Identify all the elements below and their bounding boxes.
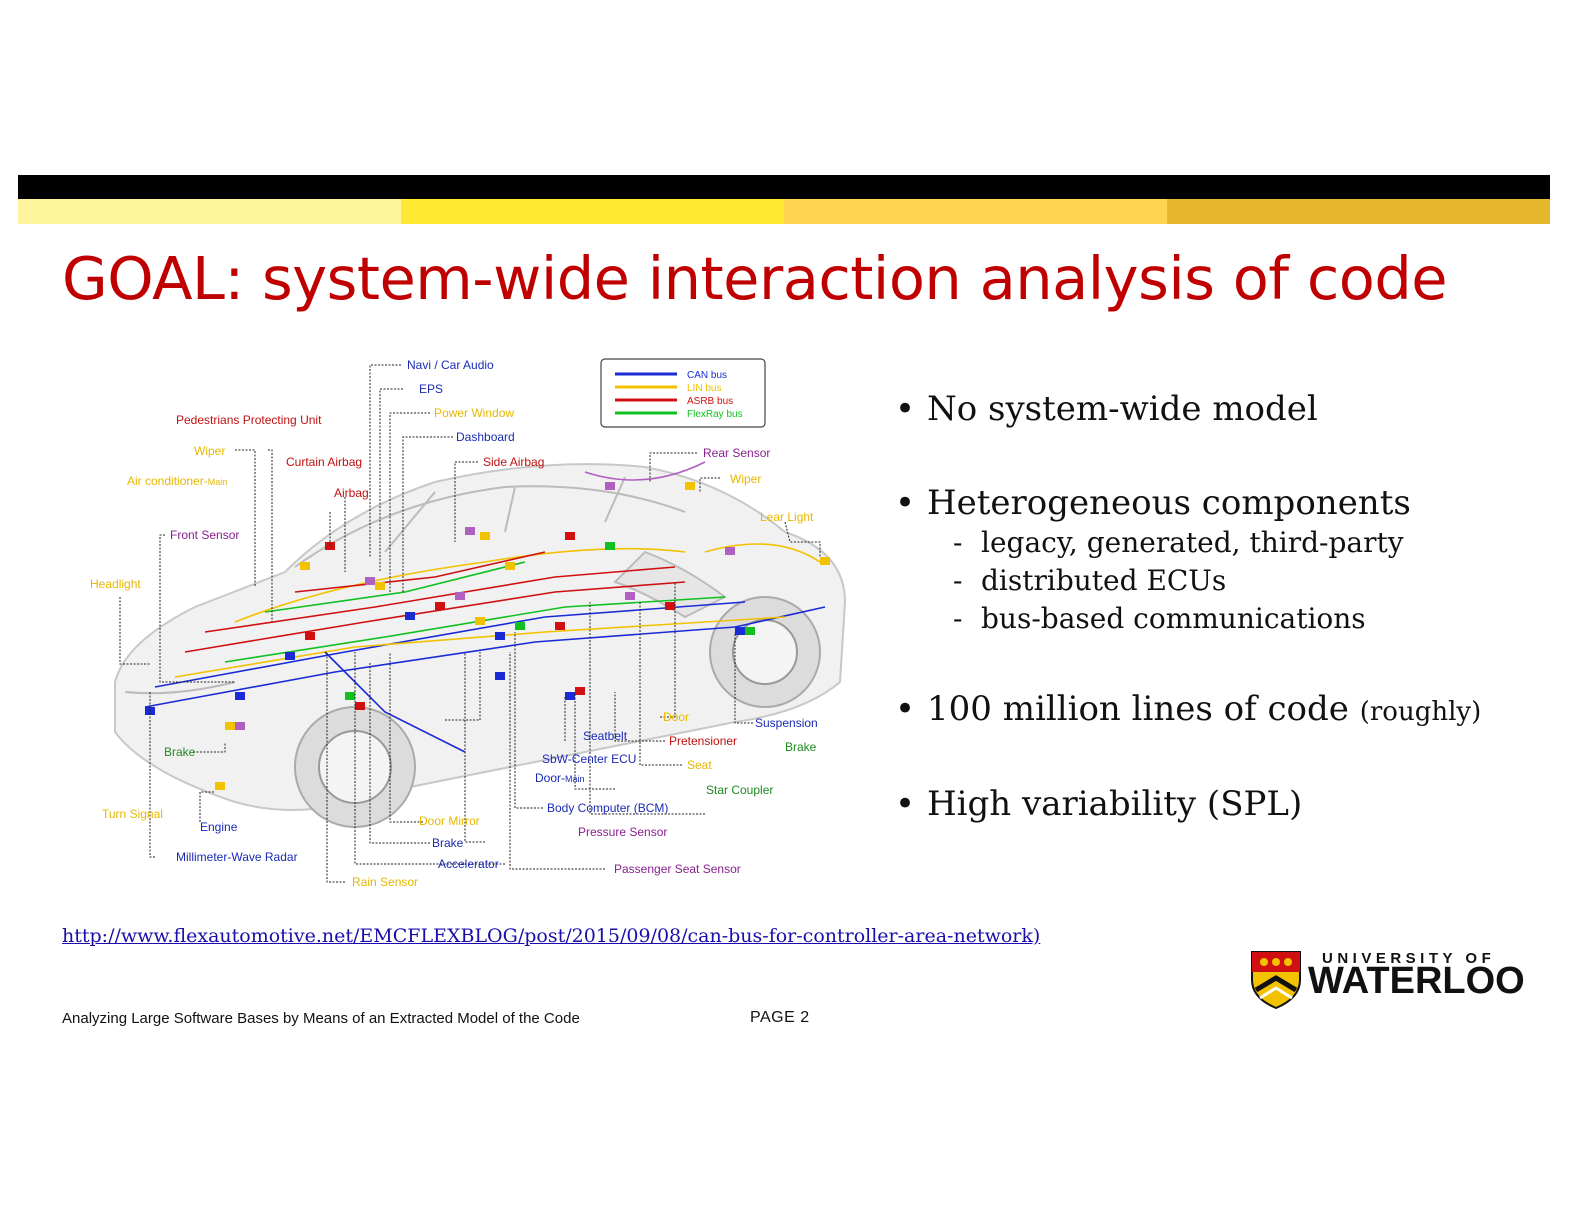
source-link[interactable]: http://www.flexautomotive.net/EMCFLEXBLO… xyxy=(62,925,1041,947)
label-airbag: Airbag xyxy=(334,486,369,500)
legend-label-asrb: ASRB bus xyxy=(687,396,733,407)
bullet-text: Heterogeneous components xyxy=(927,483,1411,523)
header-color-stripe xyxy=(18,199,1550,224)
label-navi: Navi / Car Audio xyxy=(407,358,494,372)
bullet-dot: • xyxy=(895,483,916,523)
label-brake-front: Brake xyxy=(164,745,196,759)
label-pretensioner: Pretensioner xyxy=(669,734,737,748)
label-body-computer: Body Computer (BCM) xyxy=(547,801,668,815)
bullet-item: • Heterogeneous components xyxy=(895,482,1565,524)
label-engine: Engine xyxy=(200,820,238,834)
label-air-conditioner: Air conditioner-Main xyxy=(127,474,227,488)
footer-page-number: PAGE 2 xyxy=(750,1009,810,1026)
bullet-text: 100 million lines of code xyxy=(927,689,1349,729)
label-pressure-sensor: Pressure Sensor xyxy=(578,825,667,839)
label-rear-sensor: Rear Sensor xyxy=(703,446,770,460)
sub-bullet-dash: - xyxy=(953,602,963,635)
label-wiper-front: Wiper xyxy=(194,444,225,458)
bullet-text: No system-wide model xyxy=(927,389,1318,429)
label-turn-signal: Turn Signal xyxy=(102,807,163,821)
slide-title: GOAL: system-wide interaction analysis o… xyxy=(62,244,1448,313)
bullet-item: • High variability (SPL) xyxy=(895,783,1565,825)
label-seatbelt: Seatbelt xyxy=(583,729,628,743)
bullet-note: (roughly) xyxy=(1359,697,1482,727)
sub-bullet-text: distributed ECUs xyxy=(981,564,1227,597)
stripe-segment xyxy=(784,199,1167,224)
bus-wiring xyxy=(144,461,826,753)
label-front-sensor: Front Sensor xyxy=(170,528,239,542)
car-network-diagram: CAN bus LIN bus ASRB bus FlexRay bus Nav… xyxy=(90,358,847,889)
label-door: Door xyxy=(663,710,689,724)
legend-label-flexray: FlexRay bus xyxy=(687,409,743,420)
label-lear-light: Lear Light xyxy=(760,510,814,524)
stripe-segment xyxy=(1167,199,1550,224)
label-suspension: Suspension xyxy=(755,716,818,730)
stripe-segment xyxy=(401,199,784,224)
bullet-item: • No system-wide model xyxy=(895,388,1565,430)
legend-label-can: CAN bus xyxy=(687,370,727,381)
legend-label-lin: LIN bus xyxy=(687,383,721,394)
bus-legend: CAN bus LIN bus ASRB bus FlexRay bus xyxy=(600,358,766,428)
label-side-airbag: Side Airbag xyxy=(483,455,544,469)
label-dashboard: Dashboard xyxy=(456,430,515,444)
label-curtain-airbag: Curtain Airbag xyxy=(286,455,362,469)
label-millimeter-radar: Millimeter-Wave Radar xyxy=(176,850,298,864)
crest-icon xyxy=(1251,951,1301,1010)
sub-bullet-text: bus-based communications xyxy=(981,602,1366,635)
sub-bullet-dash: - xyxy=(953,526,963,559)
bullet-item: • 100 million lines of code (roughly) xyxy=(895,688,1565,733)
stripe-segment xyxy=(18,199,401,224)
sub-bullet-dash: - xyxy=(953,564,963,597)
sub-bullet-text: legacy, generated, third-party xyxy=(981,526,1404,559)
bullet-dot: • xyxy=(895,689,916,729)
sub-bullet-item: - bus-based communications xyxy=(895,600,1565,638)
bullet-list: • No system-wide model • Heterogeneous c… xyxy=(895,388,1565,825)
label-passenger-seat-sensor: Passenger Seat Sensor xyxy=(614,862,741,876)
label-seat: Seat xyxy=(687,758,712,772)
bullet-dot: • xyxy=(895,784,916,824)
label-power-window: Power Window xyxy=(434,406,514,420)
label-brake-rear: Brake xyxy=(785,740,817,754)
label-pedestrians: Pedestrians Protecting Unit xyxy=(176,413,322,427)
label-brake-bottom: Brake xyxy=(432,836,464,850)
label-eps: EPS xyxy=(419,382,443,396)
logo-top-text: UNIVERSITY OF xyxy=(1322,950,1496,967)
bullet-dot: • xyxy=(895,389,916,429)
label-rain-sensor: Rain Sensor xyxy=(352,875,418,889)
label-star-coupler: Star Coupler xyxy=(706,783,773,797)
sub-bullet-item: - distributed ECUs xyxy=(895,562,1565,600)
label-door-main: Door-Main xyxy=(535,771,585,785)
label-wiper-rear: Wiper xyxy=(730,472,761,486)
label-headlight: Headlight xyxy=(90,577,141,591)
component-labels: Navi / Car Audio EPS Power Window Pedest… xyxy=(90,358,818,889)
sub-bullet-item: - legacy, generated, third-party xyxy=(895,524,1565,562)
university-logo: UNIVERSITY OF WATERLOO xyxy=(1250,948,1525,1014)
logo-main-text: WATERLOO xyxy=(1308,960,1525,1002)
bullet-text: High variability (SPL) xyxy=(927,784,1303,824)
label-sbw-center: SbW-Center ECU xyxy=(542,752,636,766)
footer-talk-title: Analyzing Large Software Bases by Means … xyxy=(62,1010,580,1027)
leader-lines xyxy=(119,364,821,883)
label-accelerator: Accelerator xyxy=(438,857,499,871)
label-door-mirror: Door Mirror xyxy=(419,814,480,828)
header-black-bar xyxy=(18,175,1550,199)
